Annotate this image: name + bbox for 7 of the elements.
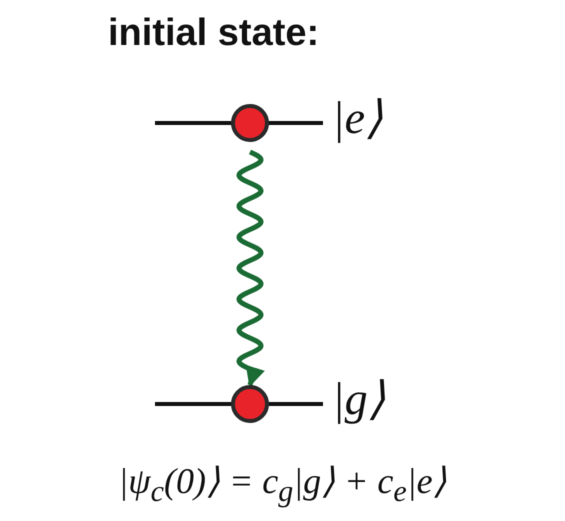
state-label: |e⟩ (332, 95, 384, 141)
atom-dot (231, 385, 269, 423)
atom-dot (231, 104, 269, 142)
equation: |ψ$_{c}$(0)⟩ = c$_{g}$|g⟩ + c$_{e}$|e⟩ (117, 460, 448, 510)
state-label: |g⟩ (332, 376, 386, 422)
wavy-arrow (236, 150, 265, 387)
title: initial state: (108, 12, 320, 55)
